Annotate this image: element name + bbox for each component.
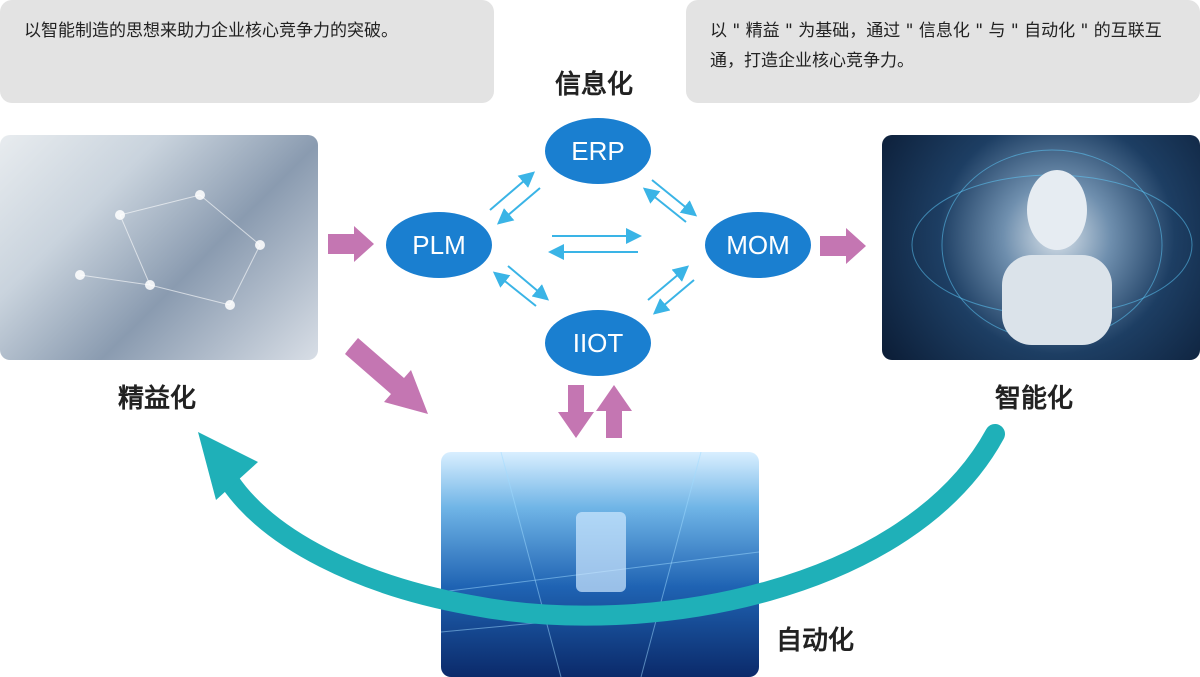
plm-label: PLM (412, 229, 466, 260)
iiot-down-arrow (558, 385, 594, 438)
cycle-arrow (220, 424, 1005, 626)
callout-left-text: 以智能制造的思想来助力企业核心竞争力的突破。 (24, 21, 398, 41)
callout-right: 以 " 精益 " 为基础，通过 " 信息化 " 与 " 自动化 " 的互联互通，… (686, 0, 1200, 103)
erp-label: ERP (571, 135, 625, 166)
cycle-arrowhead (198, 432, 258, 500)
erp-to-plm-arrow (496, 187, 541, 225)
mom-to-erp-arrow (642, 187, 687, 223)
mom-to-intelligent-arrow (820, 228, 866, 264)
iiot-label: IIOT (572, 327, 624, 358)
intelligent-label: 智能化 (995, 384, 1074, 414)
factory-graphic (441, 452, 759, 677)
iiot-to-plm-arrow (492, 271, 537, 307)
lean-label: 精益化 (118, 384, 197, 414)
iiot-to-mom-arrow (647, 265, 690, 301)
plm-to-erp-arrow (489, 171, 536, 211)
iiot-node: IIOT (545, 310, 651, 376)
mom-label: MOM (726, 229, 790, 260)
mom-node: MOM (705, 212, 811, 278)
lean-to-automation-arrow (345, 338, 428, 414)
mom-to-iiot-arrow (652, 279, 695, 315)
robot-graphic (911, 149, 1193, 345)
automation-up-arrow (596, 385, 632, 438)
plm-node: PLM (386, 212, 492, 278)
callout-left: 以智能制造的思想来助力企业核心竞争力的突破。 (0, 0, 494, 103)
factory-photo (441, 452, 759, 677)
erp-node: ERP (545, 118, 651, 184)
plm-to-iiot-arrow (507, 265, 550, 301)
lean-photo (0, 135, 318, 360)
informatization-label: 信息化 (555, 70, 634, 100)
network-graphic (75, 190, 265, 310)
robot-photo (882, 135, 1200, 360)
lean-to-plm-arrow (328, 226, 374, 262)
automation-label: 自动化 (776, 626, 855, 656)
callout-right-text: 以 " 精益 " 为基础，通过 " 信息化 " 与 " 自动化 " 的互联互通，… (710, 21, 1162, 71)
erp-to-mom-arrow (651, 179, 698, 217)
